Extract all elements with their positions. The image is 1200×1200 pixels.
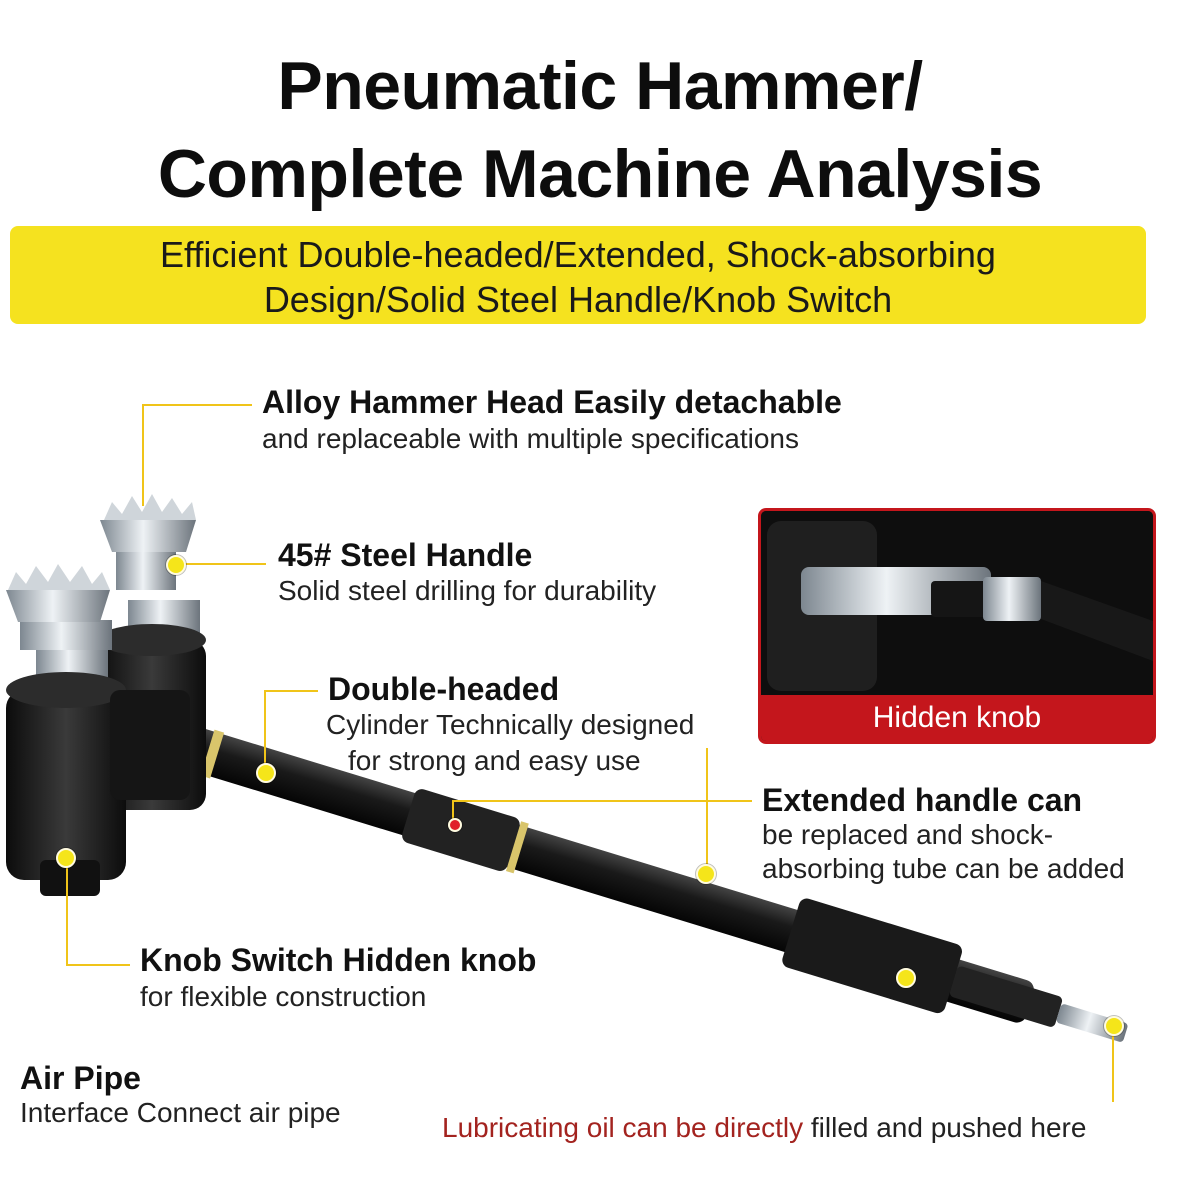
callout-line-double-headed bbox=[264, 690, 318, 768]
callout-steel-handle-desc: Solid steel drilling for durability bbox=[278, 575, 657, 606]
marker-dot-extended-handle bbox=[448, 818, 462, 832]
marker-dot-knob-switch bbox=[56, 848, 76, 868]
hidden-knob-caption: Hidden knob bbox=[761, 695, 1153, 741]
callout-lubricating: Lubricating oil can be directly filled a… bbox=[442, 1112, 1086, 1144]
banner-line-2: Design/Solid Steel Handle/Knob Switch bbox=[263, 279, 893, 320]
callout-double-headed-desc-2: for strong and easy use bbox=[348, 745, 641, 776]
callout-extended-handle-title: Extended handle can bbox=[762, 782, 1083, 818]
callout-hammer-head-desc: and replaceable with multiple specificat… bbox=[262, 423, 799, 454]
cylinder-front bbox=[6, 564, 126, 896]
callout-line-steel-handle bbox=[180, 563, 266, 565]
handle-tube bbox=[165, 722, 1128, 1042]
callout-lubricating-black: filled and pushed here bbox=[803, 1112, 1087, 1143]
callout-line-knob-switch bbox=[66, 862, 130, 966]
marker-dot-double-headed bbox=[256, 763, 276, 783]
feature-banner: Efficient Double-headed/Extended, Shock-… bbox=[10, 226, 1146, 324]
callout-double-headed-title: Double-headed bbox=[328, 671, 560, 707]
callout-line-hammer-head bbox=[142, 404, 252, 506]
callout-steel-handle-title: 45# Steel Handle bbox=[278, 537, 533, 573]
marker-dot-lubricating bbox=[1104, 1016, 1124, 1036]
marker-dot-steel-handle bbox=[166, 555, 186, 575]
callout-line-lubricating bbox=[1112, 1028, 1114, 1102]
callout-double-headed-desc-1: Cylinder Technically designed bbox=[326, 709, 695, 740]
callout-lubricating-red: Lubricating oil can be directly bbox=[442, 1112, 804, 1143]
hidden-knob-photo bbox=[761, 511, 1153, 695]
page-title-line-2: Complete Machine Analysis bbox=[157, 136, 1043, 212]
callout-air-pipe-title: Air Pipe bbox=[20, 1060, 141, 1096]
cylinder-bridge bbox=[110, 690, 190, 800]
hidden-knob-inset: Hidden knob bbox=[758, 508, 1156, 744]
marker-dot-body bbox=[896, 968, 916, 988]
callout-line-extended-handle bbox=[452, 800, 752, 824]
callout-line-extended-handle-2 bbox=[706, 748, 708, 870]
callout-knob-switch-desc: for flexible construction bbox=[140, 981, 427, 1012]
callout-knob-switch-title: Knob Switch Hidden knob bbox=[140, 942, 537, 978]
callout-extended-handle-desc-1: be replaced and shock- bbox=[762, 819, 1054, 850]
banner-line-1: Efficient Double-headed/Extended, Shock-… bbox=[160, 234, 996, 275]
page-title-line-1: Pneumatic Hammer/ bbox=[277, 48, 923, 124]
marker-dot-extended-handle-2 bbox=[696, 864, 716, 884]
callout-air-pipe-desc: Interface Connect air pipe bbox=[20, 1097, 341, 1128]
callout-extended-handle-desc-2: absorbing tube can be added bbox=[762, 853, 1125, 884]
callout-hammer-head-title: Alloy Hammer Head Easily detachable bbox=[262, 384, 842, 420]
